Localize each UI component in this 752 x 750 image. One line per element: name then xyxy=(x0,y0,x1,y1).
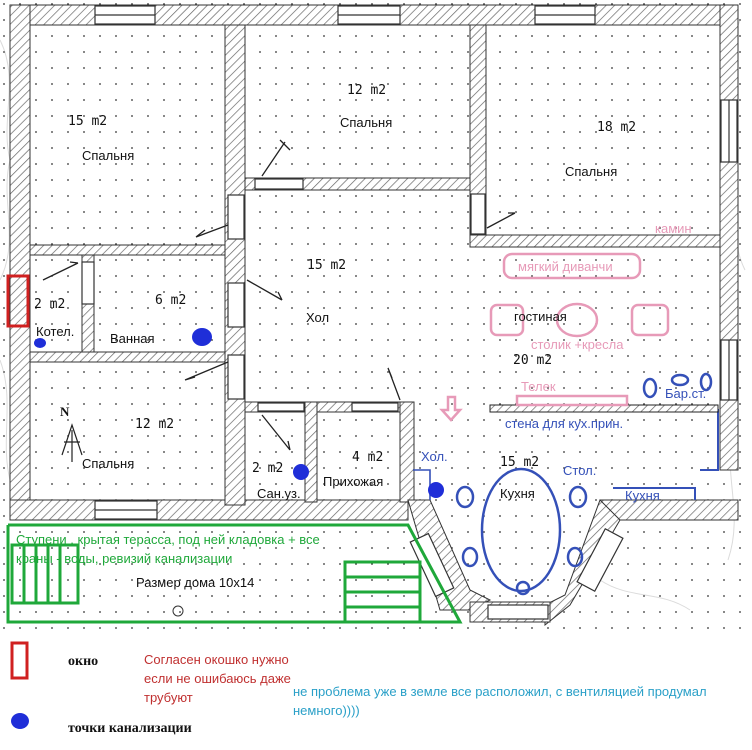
sewer-points xyxy=(11,328,444,729)
room-bathroom: Ванная xyxy=(110,331,155,346)
area-hall: 15 m2 xyxy=(307,258,347,273)
label-sofa: мягкий диванчи xyxy=(518,259,613,274)
label-house-size: Размер дома 10x14 xyxy=(136,575,255,590)
label-fireplace: камин xyxy=(655,221,692,236)
area-bedroom-ne: 18 m2 xyxy=(597,120,637,135)
area-entry: 4 m2 xyxy=(352,450,384,465)
window-marker xyxy=(6,274,30,328)
label-tv: Телек xyxy=(521,379,556,394)
living-furniture xyxy=(439,252,670,422)
room-hall: Хол xyxy=(306,310,330,325)
manhole-icon xyxy=(172,605,184,617)
room-bedroom-n: Спальня xyxy=(340,115,393,130)
room-bedroom-nw: Спальня xyxy=(82,148,135,163)
compass-icon xyxy=(61,423,83,462)
room-bedroom-sw: Спальня xyxy=(82,456,135,471)
area-living: 20 m2 xyxy=(513,353,553,368)
legend-sewer-label: точки канализации xyxy=(68,721,192,736)
label-table: Стол. xyxy=(563,463,597,478)
label-kitchen-wall: стена для кух.прин. xyxy=(505,416,624,431)
area-bedroom-n: 12 m2 xyxy=(347,83,387,98)
comment-cyan: не проблема уже в земле все расположил, … xyxy=(293,684,707,718)
label-table-chairs: столик +кресла xyxy=(531,337,624,352)
label-bar: Бар.ст. xyxy=(665,386,707,401)
label-kitchen-unit: Кухня xyxy=(625,488,660,503)
area-bathroom: 6 m2 xyxy=(155,293,187,308)
room-bedroom-ne: Спальня xyxy=(565,164,618,179)
room-kitchen: Кухня xyxy=(500,486,535,501)
area-wc: 2 m2 xyxy=(252,461,284,476)
windows xyxy=(81,5,738,620)
area-kitchen: 15 m2 xyxy=(500,455,540,470)
area-bedroom-nw: 15 m2 xyxy=(68,114,108,129)
area-bedroom-sw: 12 m2 xyxy=(135,417,175,432)
comment-red: Согласен окошко нужно если не ошибаюсь д… xyxy=(144,652,291,705)
room-living: гостиная xyxy=(514,309,567,324)
room-entry: Прихожая xyxy=(323,474,384,489)
label-compass: N xyxy=(60,404,70,419)
legend-window-icon xyxy=(10,641,29,680)
label-terrace: Ступени , крытая терасса, под ней кладов… xyxy=(16,532,320,566)
area-boiler: 2 m2 xyxy=(34,297,66,312)
door-arrows xyxy=(42,139,516,451)
room-boiler: Котел. xyxy=(36,324,75,339)
room-wc: Сан.уз. xyxy=(257,486,301,501)
legend-window-label: окно xyxy=(68,654,99,669)
terrace xyxy=(6,523,463,624)
label-hol: Хол. xyxy=(421,449,448,464)
